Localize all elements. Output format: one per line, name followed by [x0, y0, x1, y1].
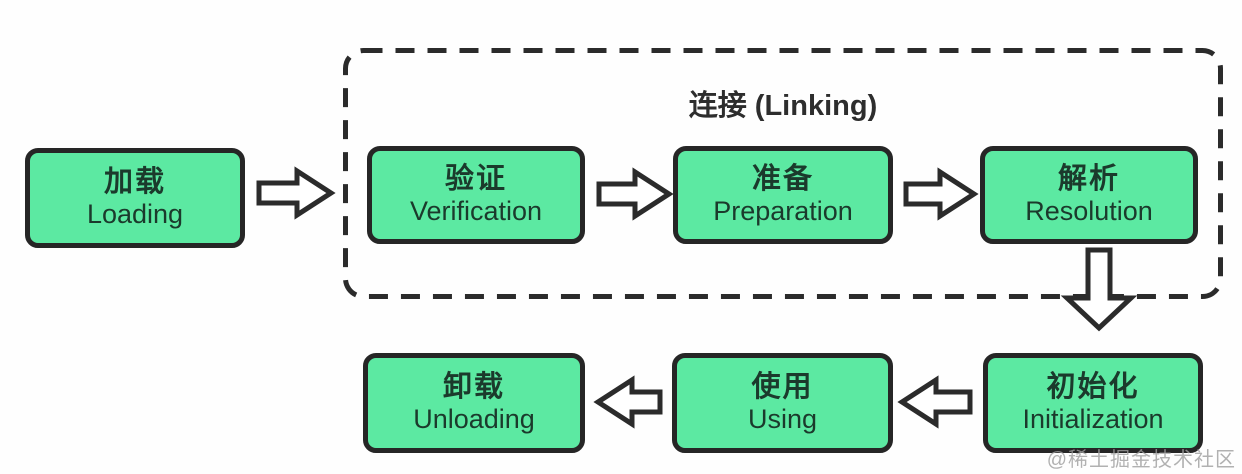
node-verification-label-en: Verification [409, 196, 543, 227]
linking-group-title: 连接 (Linking) [688, 90, 878, 122]
arrow-down-resolution-to-initialization-icon [1060, 247, 1138, 332]
node-verification: 验证 Verification [367, 146, 585, 244]
arrow-left-initialization-to-using-icon [897, 375, 973, 429]
node-preparation-label-zh: 准备 [751, 162, 814, 195]
node-preparation: 准备 Preparation [673, 146, 893, 244]
node-unloading-label-en: Unloading [413, 404, 535, 435]
node-initialization-label-zh: 初始化 [1046, 370, 1140, 403]
node-using: 使用 Using [672, 353, 893, 453]
node-resolution-label-zh: 解析 [1057, 162, 1120, 195]
node-initialization-label-en: Initialization [1022, 404, 1164, 435]
node-initialization: 初始化 Initialization [983, 353, 1203, 453]
node-verification-label-zh: 验证 [444, 162, 507, 195]
node-using-label-en: Using [747, 404, 818, 435]
node-loading: 加载 Loading [25, 148, 245, 248]
node-unloading-label-zh: 卸载 [442, 370, 505, 403]
watermark: @稀土掘金技术社区 [1046, 449, 1236, 471]
node-resolution: 解析 Resolution [980, 146, 1198, 244]
node-resolution-label-en: Resolution [1025, 196, 1153, 227]
arrow-right-preparation-to-resolution-icon [903, 167, 979, 221]
node-loading-label-zh: 加载 [103, 165, 166, 198]
arrow-right-verification-to-preparation-icon [596, 167, 674, 221]
node-loading-label-en: Loading [86, 199, 184, 230]
arrow-left-using-to-unloading-icon [593, 375, 663, 429]
arrow-right-loading-to-verification-icon [256, 166, 336, 220]
node-using-label-zh: 使用 [751, 370, 814, 403]
node-preparation-label-en: Preparation [713, 196, 853, 227]
node-unloading: 卸载 Unloading [363, 353, 585, 453]
linking-group-dashed-border [343, 48, 1223, 299]
